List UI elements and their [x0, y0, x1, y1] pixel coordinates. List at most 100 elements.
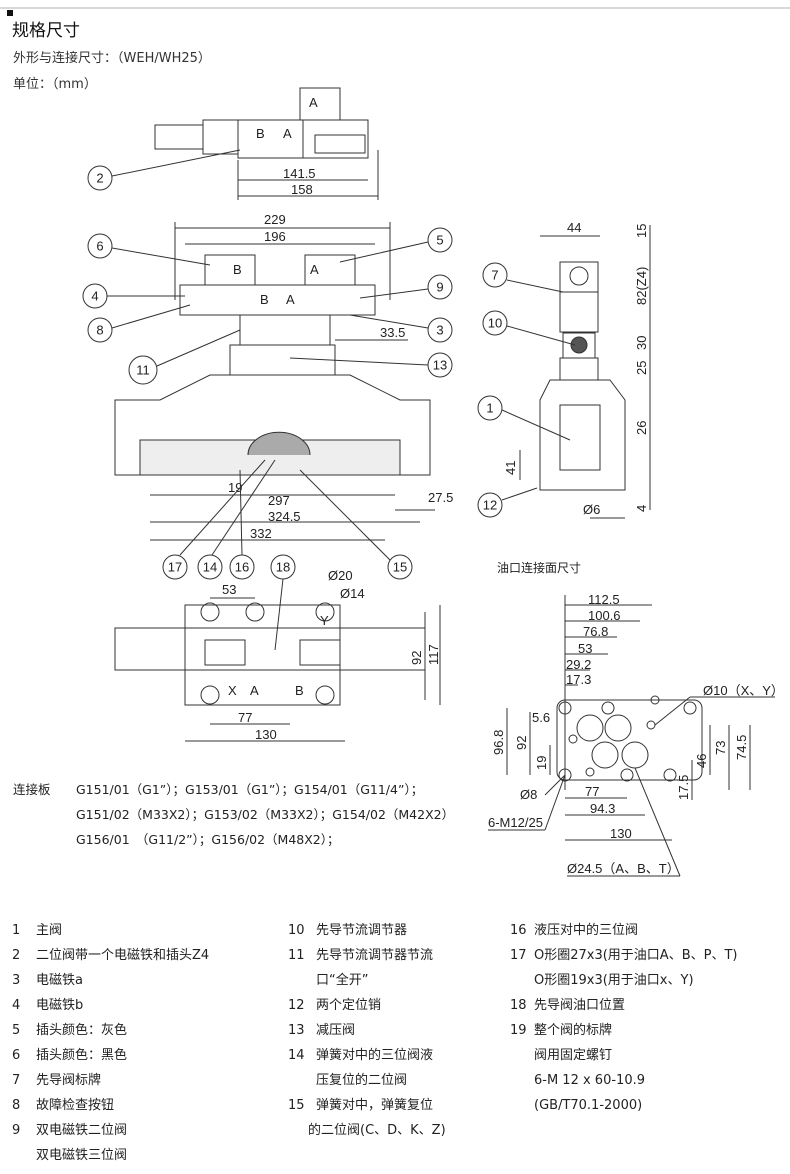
svg-text:A: A	[250, 683, 259, 698]
svg-text:33.5: 33.5	[380, 325, 405, 340]
callout-12: 12	[477, 487, 538, 518]
svg-text:158: 158	[291, 182, 313, 197]
svg-text:73: 73	[713, 741, 728, 755]
svg-text:A: A	[310, 262, 319, 277]
svg-text:77: 77	[585, 784, 599, 799]
section-title: 规格尺寸	[12, 21, 80, 41]
legend-item-continuation: 压复位的二位阀	[316, 1073, 408, 1088]
legend-item-continuation: (GB/T70.1-2000)	[534, 1098, 643, 1113]
svg-text:76.8: 76.8	[583, 624, 608, 639]
svg-text:Ø6: Ø6	[583, 502, 600, 517]
svg-text:4: 4	[634, 505, 649, 512]
svg-text:44: 44	[567, 220, 581, 235]
callout-1: 1	[477, 395, 571, 441]
svg-text:130: 130	[255, 727, 277, 742]
svg-text:53: 53	[578, 641, 592, 656]
svg-text:14: 14	[203, 559, 217, 574]
svg-text:94.3: 94.3	[590, 801, 615, 816]
svg-text:17: 17	[168, 559, 182, 574]
legend-item-continuation: O形圈19x3(用于油口x、Y)	[534, 973, 694, 988]
callout-17: 17	[162, 459, 266, 580]
unit-label: 单位：（mm）	[13, 77, 97, 92]
svg-text:29.2: 29.2	[566, 657, 591, 672]
svg-text:8: 8	[96, 322, 103, 337]
svg-text:82(Z4): 82(Z4)	[634, 267, 649, 305]
svg-text:6: 6	[96, 238, 103, 253]
svg-text:7: 7	[491, 267, 498, 282]
svg-text:13: 13	[433, 357, 447, 372]
svg-text:92: 92	[409, 651, 424, 665]
svg-text:41: 41	[503, 461, 518, 475]
svg-text:26: 26	[634, 421, 649, 435]
svg-text:X: X	[228, 683, 237, 698]
connection-plate-line: G156/01 （G11/2”）；G156/02（M48X2）；	[76, 832, 340, 847]
svg-text:27.5: 27.5	[428, 490, 453, 505]
callout-8: 8	[87, 304, 191, 343]
svg-text:B: B	[233, 262, 242, 277]
callout-7: 7	[482, 262, 564, 293]
svg-text:19: 19	[228, 480, 242, 495]
connection-plate-label: 连接板	[13, 782, 51, 797]
svg-text:10: 10	[488, 315, 502, 330]
top-divider	[0, 7, 790, 9]
svg-text:2: 2	[96, 170, 103, 185]
svg-text:A: A	[309, 95, 318, 110]
svg-text:Y: Y	[320, 613, 329, 628]
svg-text:Ø20: Ø20	[328, 568, 353, 583]
legend-item-continuation: 双电磁铁三位阀	[36, 1148, 128, 1163]
side-view: 44 15 82(Z4) 30 25 26 41 Ø6 4	[503, 220, 651, 519]
svg-text:3: 3	[436, 322, 443, 337]
callout-11: 11	[128, 329, 241, 385]
port-face-drawing: 油口连接面尺寸 112.5 100.6 76.8 53 29.2 17.3 5.…	[488, 560, 784, 877]
svg-text:46: 46	[694, 754, 709, 768]
svg-text:130: 130	[610, 826, 632, 841]
svg-text:141.5: 141.5	[283, 166, 316, 181]
svg-text:112.5: 112.5	[588, 592, 620, 607]
svg-text:1: 1	[486, 400, 493, 415]
callout-5: 5	[339, 227, 453, 263]
legend-item-continuation: 阀用固定螺钉	[534, 1048, 613, 1063]
callouts: 2 6 4 8 5 9 3 13 11 17 14 16 18 15 7 10 …	[82, 149, 576, 651]
svg-text:229: 229	[264, 212, 286, 227]
svg-text:18: 18	[276, 559, 290, 574]
svg-text:16: 16	[235, 559, 249, 574]
svg-text:332: 332	[250, 526, 272, 541]
callout-13: 13	[289, 352, 453, 378]
svg-text:5: 5	[436, 232, 443, 247]
connection-plate-line: G151/02（M33X2）；G153/02（M33X2）；G154/02（M4…	[76, 807, 455, 822]
bottom-view: X A B Y 53 Ø20 Ø14 92 117 77 130	[114, 568, 441, 742]
section-bullet-icon	[7, 10, 13, 16]
svg-text:B: B	[295, 683, 304, 698]
svg-text:5.6: 5.6	[532, 710, 550, 725]
svg-text:B: B	[260, 292, 269, 307]
front-view: 229 196 B A B A 33.5 19 297 27.5 324.5 3…	[114, 212, 453, 541]
svg-text:117: 117	[426, 644, 441, 665]
svg-text:74.5: 74.5	[734, 735, 749, 760]
svg-text:92: 92	[514, 736, 529, 750]
svg-text:17.3: 17.3	[566, 672, 591, 687]
svg-text:324.5: 324.5	[268, 509, 301, 524]
svg-text:96.8: 96.8	[491, 730, 506, 755]
svg-text:Ø14: Ø14	[340, 586, 365, 601]
legend-item-continuation: 口“全开”	[316, 973, 369, 988]
svg-text:Ø24.5（A、B、T）: Ø24.5（A、B、T）	[567, 861, 680, 876]
svg-text:77: 77	[238, 710, 252, 725]
svg-text:297: 297	[268, 493, 290, 508]
svg-text:15: 15	[634, 224, 649, 238]
svg-text:A: A	[283, 126, 292, 141]
svg-text:15: 15	[393, 559, 407, 574]
svg-text:19: 19	[534, 756, 549, 770]
subtitle: 外形与连接尺寸：（WEH/WH25）	[13, 51, 211, 66]
